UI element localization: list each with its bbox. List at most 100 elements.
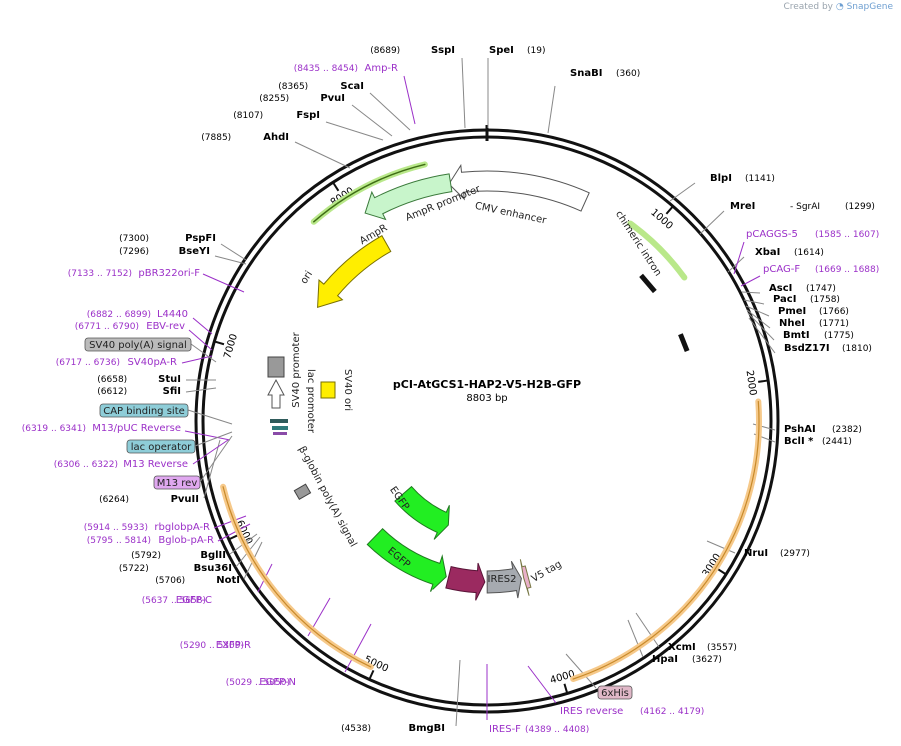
intron-glow-arc bbox=[627, 220, 688, 281]
bp-tick-mark bbox=[717, 568, 727, 576]
enzyme-position: (8365) bbox=[278, 82, 308, 92]
enzyme-name: HpaI bbox=[652, 654, 678, 665]
enzyme-name: StuI bbox=[158, 374, 181, 385]
primer-name: Amp-R bbox=[365, 63, 399, 74]
enzyme-name: SspI bbox=[431, 45, 455, 56]
enzyme-position: (19) bbox=[527, 46, 545, 56]
cds-arc-line bbox=[222, 486, 372, 668]
enzyme-position: (5722) bbox=[119, 564, 149, 574]
enzyme-position: (1810) bbox=[842, 344, 872, 354]
betaglobin-polya-label: β-globin poly(A) signal bbox=[296, 445, 359, 549]
v5-tag-box bbox=[519, 559, 532, 596]
primer-range: (1585 .. 1607) bbox=[815, 230, 879, 240]
credit-prefix: Created by bbox=[783, 2, 833, 12]
leader-line bbox=[181, 355, 213, 364]
primer-name: M13/pUC Reverse bbox=[92, 423, 181, 434]
primer-range: (6771 .. 6790) bbox=[75, 322, 139, 332]
leader-line bbox=[185, 387, 217, 393]
cap-site-bar bbox=[270, 419, 288, 423]
egfp-arrow bbox=[366, 528, 447, 592]
cmv-enhancer-arrow bbox=[448, 163, 590, 212]
leader-line bbox=[192, 317, 213, 335]
enzyme-position: (1747) bbox=[806, 284, 836, 294]
enzyme-name: XbaI bbox=[755, 247, 780, 258]
leader-line bbox=[187, 409, 233, 425]
primer-range: (5914 .. 5933) bbox=[84, 523, 148, 533]
primer-name: IRES-F bbox=[489, 724, 521, 735]
leader-line bbox=[403, 75, 416, 125]
enzyme-position: (5792) bbox=[131, 551, 161, 561]
sv40-polya-box bbox=[267, 356, 285, 378]
enzyme-name: AhdI bbox=[263, 132, 289, 143]
sv40-promoter-arrow bbox=[267, 378, 285, 409]
leader-line bbox=[184, 430, 231, 441]
boxed-feature-text: SV40 poly(A) signal bbox=[89, 340, 187, 351]
primer-range: (4162 .. 4179) bbox=[640, 707, 704, 717]
leader-line bbox=[547, 85, 556, 134]
chimeric-intron-segment bbox=[678, 333, 690, 353]
enzyme-name: BclI * bbox=[784, 436, 814, 447]
leader-line bbox=[527, 665, 557, 704]
enzyme-position: (8689) bbox=[370, 46, 400, 56]
enzyme-position: (1771) bbox=[819, 319, 849, 329]
enzyme-name: BmgBI bbox=[408, 723, 445, 734]
enzyme-name: XcmI bbox=[668, 642, 696, 653]
leader-line bbox=[747, 312, 775, 341]
leader-line bbox=[748, 317, 776, 354]
enzyme-name: BglII bbox=[200, 550, 226, 561]
enzyme-position: (360) bbox=[616, 69, 640, 79]
leader-line bbox=[743, 299, 765, 305]
primer-range: (5029 .. 5050) bbox=[226, 678, 290, 688]
primer-name: L4440 bbox=[157, 309, 188, 320]
enzyme-position: - SgrAI bbox=[790, 202, 820, 212]
leader-line bbox=[627, 619, 644, 658]
enzyme-name: PvuI bbox=[320, 93, 345, 104]
leader-line bbox=[214, 255, 247, 265]
enzyme-position: (7296) bbox=[119, 247, 149, 257]
leader-line bbox=[746, 309, 771, 329]
leader-line bbox=[669, 182, 696, 202]
boxed-feature-label bbox=[99, 403, 189, 418]
enzyme-name: PvuII bbox=[171, 494, 199, 505]
enzyme-position: (8107) bbox=[233, 111, 263, 121]
primer-name: EBV-rev bbox=[146, 321, 185, 332]
primer-name: pBR322ori-F bbox=[138, 268, 200, 279]
enzyme-position: (6612) bbox=[97, 387, 127, 397]
ires2-label: IRES2 bbox=[488, 574, 517, 585]
leader-line bbox=[294, 141, 351, 169]
leader-line bbox=[369, 92, 411, 131]
enzyme-position: (7885) bbox=[201, 133, 231, 143]
enzyme-name: BlpI bbox=[710, 173, 732, 184]
lac-promoter-label: lac promoter bbox=[305, 369, 316, 434]
enzyme-position: (2977) bbox=[780, 549, 810, 559]
bp-tick-label: 7000 bbox=[222, 333, 240, 361]
boxed-feature-text: 6xHis bbox=[601, 688, 629, 699]
enzyme-name: ScaI bbox=[340, 81, 364, 92]
boxed-feature-label bbox=[126, 439, 196, 454]
enzyme-position: (1758) bbox=[810, 295, 840, 305]
ires2-arrow bbox=[486, 560, 522, 599]
enzyme-position: (1766) bbox=[819, 307, 849, 317]
primer-range: (1669 .. 1688) bbox=[815, 265, 879, 275]
primer-range: (6319 .. 6341) bbox=[22, 424, 86, 434]
enzyme-name: SnaBI bbox=[570, 68, 602, 79]
leader-line bbox=[194, 431, 233, 447]
enzyme-name: Bsu36I bbox=[194, 563, 232, 574]
boxed-feature-text: M13 rev bbox=[157, 478, 198, 489]
enzyme-name: BsdZ17I bbox=[784, 343, 830, 354]
plasmid-name: pCI-AtGCS1-HAP2-V5-H2B-GFP bbox=[393, 378, 581, 391]
primer-name: Bglob-pA-R bbox=[158, 535, 214, 546]
cds-arc-line bbox=[572, 400, 760, 680]
ampr-promoter-arrow bbox=[364, 173, 453, 221]
enzyme-name: NheI bbox=[779, 318, 805, 329]
leader-line bbox=[741, 291, 761, 294]
enzyme-position: (2382) bbox=[832, 425, 862, 435]
enzyme-name: AscI bbox=[769, 283, 792, 294]
leader-line bbox=[220, 243, 247, 261]
chimeric-intron-segment bbox=[639, 273, 657, 294]
sv40-ori-box bbox=[320, 381, 336, 399]
ori-arrow bbox=[317, 235, 392, 309]
snapgene-logo: ◔ SnapGene bbox=[835, 2, 893, 12]
feature-arrows bbox=[220, 161, 762, 682]
enzyme-position: (3627) bbox=[692, 655, 722, 665]
